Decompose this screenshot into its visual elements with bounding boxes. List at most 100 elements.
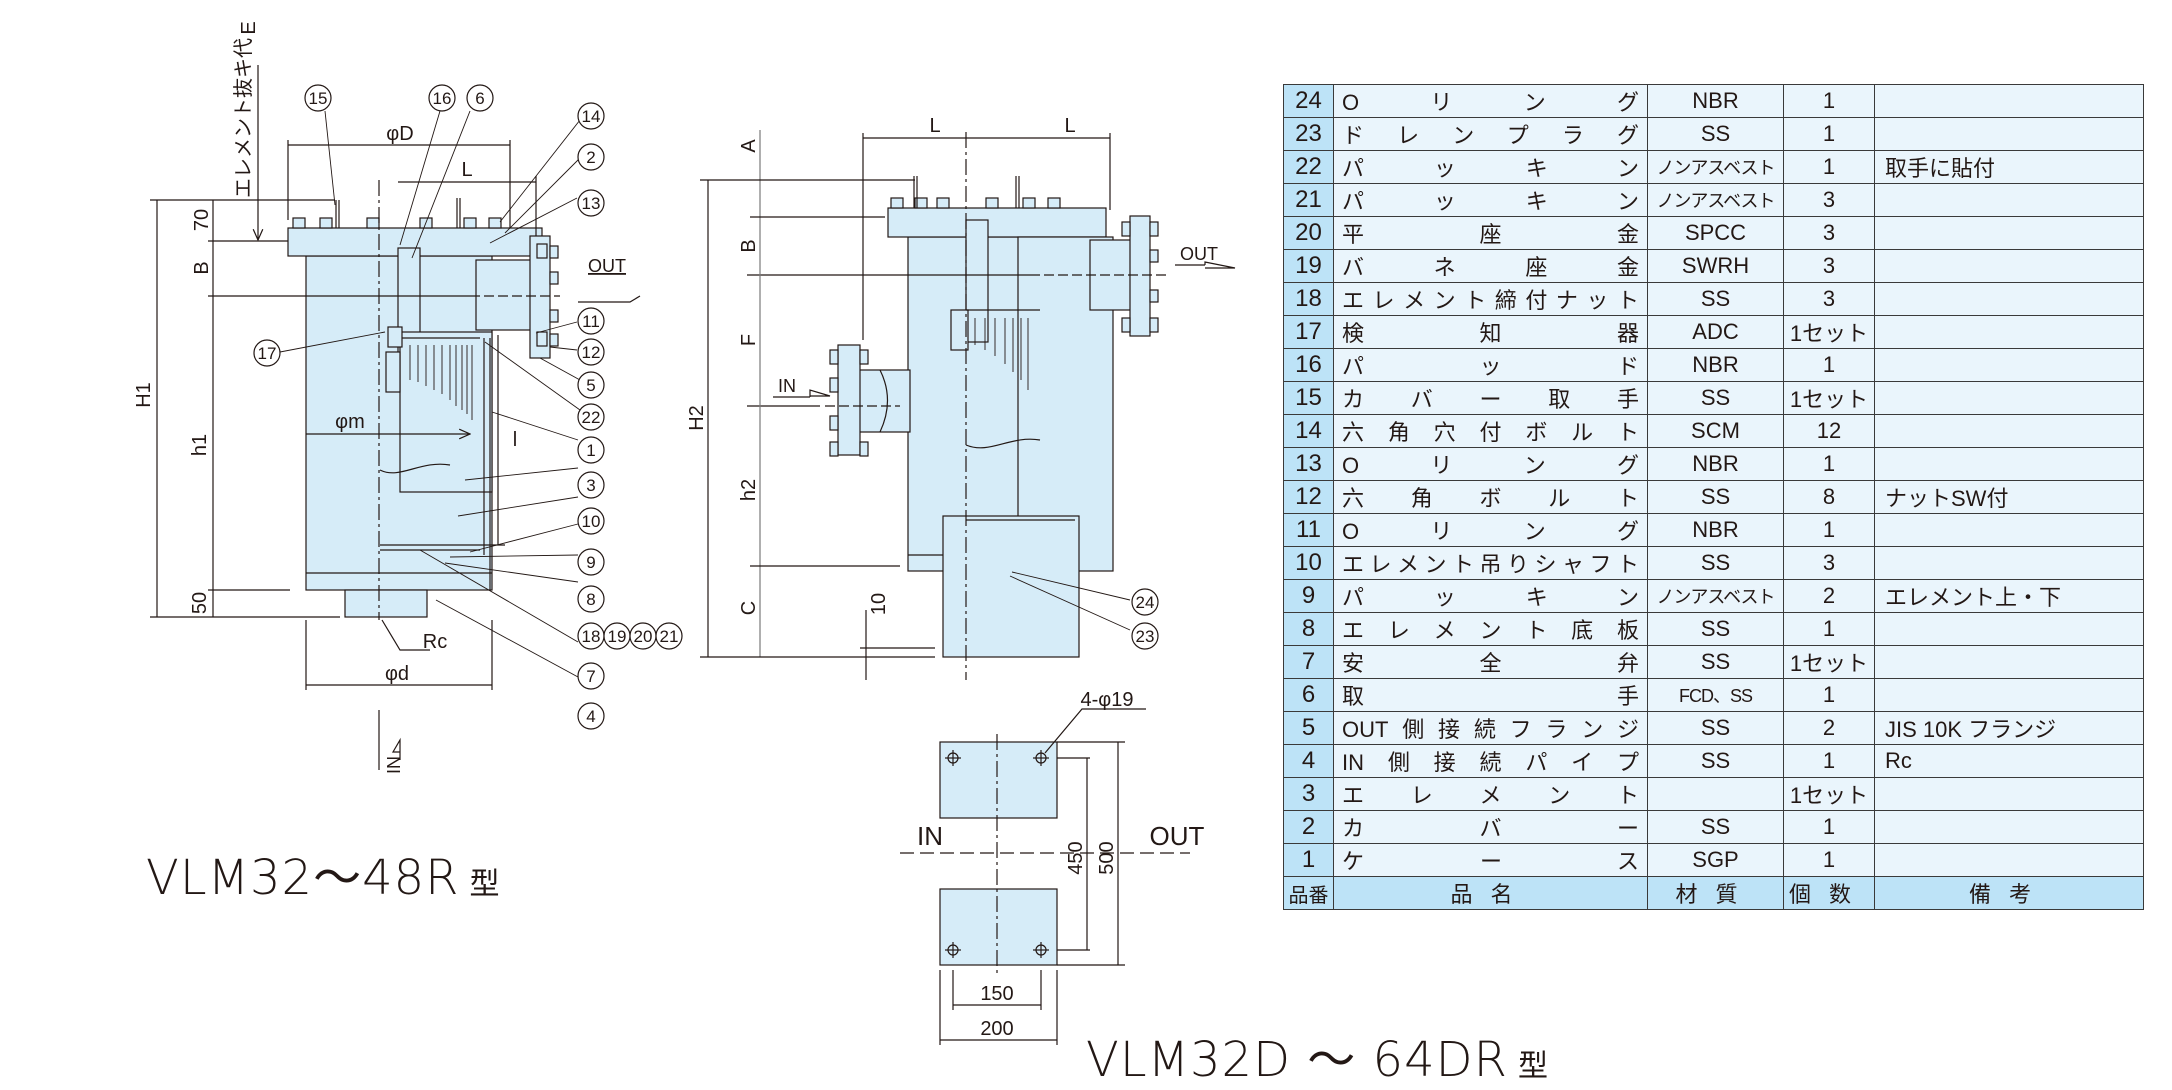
label-element-removal: エレメント抜キ代 xyxy=(232,38,255,198)
base-plan-labels: 4-φ19 IN OUT 450 500 150 200 xyxy=(917,689,1205,1040)
part-name-text: カバー取手 xyxy=(1342,387,1639,412)
svg-text:14: 14 xyxy=(582,107,601,126)
cell-part-no: 11 xyxy=(1283,513,1334,547)
parts-table-header: 品番 品名 材質 個数 備考 xyxy=(1283,876,2144,910)
cell-quantity: 1 xyxy=(1783,513,1875,547)
cell-quantity: 1セット xyxy=(1783,315,1875,349)
model-name-left: VLM32～48R xyxy=(146,850,460,906)
svg-text:19: 19 xyxy=(608,627,627,646)
svg-text:18: 18 xyxy=(582,627,601,646)
cell-part-name: 六角ボルト xyxy=(1333,480,1648,514)
hole-leader xyxy=(1044,708,1146,754)
callout-22: 22 xyxy=(577,403,605,431)
header-qty: 個数 xyxy=(1783,876,1875,910)
rc-leader xyxy=(381,619,430,651)
cell-material: SS xyxy=(1647,381,1784,415)
base-plan xyxy=(900,708,1190,1045)
cell-material: SWRH xyxy=(1647,249,1784,283)
svg-text:13: 13 xyxy=(582,194,601,213)
left-drawing-labels: E エレメント抜キ代 φD L 70 B H1 h1 φm l 50 Rc φd… xyxy=(133,21,626,774)
cell-part-name: Oリング xyxy=(1333,513,1648,547)
callout-24: 24 xyxy=(1131,588,1159,616)
cell-material xyxy=(1647,777,1784,811)
label-phim: φm xyxy=(335,411,365,433)
callout-1: 1 xyxy=(577,436,605,464)
callout-12: 12 xyxy=(577,338,605,366)
cell-quantity: 1 xyxy=(1783,744,1875,778)
label-L-left: L xyxy=(929,115,940,137)
label-H1: H1 xyxy=(133,382,155,408)
part-name-text: Oリング xyxy=(1342,519,1639,544)
svg-text:21: 21 xyxy=(660,627,679,646)
cell-part-no: 2 xyxy=(1283,810,1334,844)
cell-note xyxy=(1874,216,2144,250)
callout-15: 15 xyxy=(304,84,332,112)
cell-quantity: 1 xyxy=(1783,843,1875,877)
svg-text:11: 11 xyxy=(582,312,600,331)
middle-drawing xyxy=(700,130,1236,680)
cell-part-no: 1 xyxy=(1283,843,1334,877)
label-70: 70 xyxy=(191,209,213,231)
cell-part-no: 21 xyxy=(1283,183,1334,217)
part-name-text: OUT側接続フランジ xyxy=(1342,717,1639,742)
callout-2: 2 xyxy=(577,143,605,171)
cell-note xyxy=(1874,414,2144,448)
cell-part-name: パッキン xyxy=(1333,183,1648,217)
cell-note xyxy=(1874,513,2144,547)
svg-text:20: 20 xyxy=(634,627,653,646)
cell-note xyxy=(1874,249,2144,283)
part-name-text: 検知器 xyxy=(1342,321,1639,346)
label-450: 450 xyxy=(1065,841,1087,874)
cell-part-name: Oリング xyxy=(1333,447,1648,481)
cell-part-no: 5 xyxy=(1283,711,1334,745)
label-50: 50 xyxy=(189,592,211,614)
cell-material: ノンアスベスト xyxy=(1647,183,1784,217)
cell-material: SS xyxy=(1647,117,1784,151)
cell-note xyxy=(1874,645,2144,679)
cell-quantity: 1 xyxy=(1783,150,1875,184)
cell-quantity: 12 xyxy=(1783,414,1875,448)
svg-text:8: 8 xyxy=(586,590,595,609)
callout-18: 18 xyxy=(577,622,605,650)
callout-20: 20 xyxy=(629,622,657,650)
cell-quantity: 3 xyxy=(1783,183,1875,217)
cell-part-name: エレメント締付ナット xyxy=(1333,282,1648,316)
cell-note xyxy=(1874,84,2144,118)
cell-part-no: 7 xyxy=(1283,645,1334,679)
cell-part-no: 9 xyxy=(1283,579,1334,613)
cell-note xyxy=(1874,282,2144,316)
callout-14: 14 xyxy=(577,102,605,130)
callout-8: 8 xyxy=(577,585,605,613)
part-name-text: 平座金 xyxy=(1342,222,1639,247)
cell-quantity: 3 xyxy=(1783,546,1875,580)
cell-note xyxy=(1874,315,2144,349)
cell-part-name: カバー取手 xyxy=(1333,381,1648,415)
cell-part-name: カバー xyxy=(1333,810,1648,844)
cell-material: SS xyxy=(1647,810,1784,844)
label-10: 10 xyxy=(868,593,890,615)
cell-quantity: 1セット xyxy=(1783,777,1875,811)
part-name-text: エレメント吊りシャフト xyxy=(1342,552,1639,577)
callout-13: 13 xyxy=(577,189,605,217)
label-phiD: φD xyxy=(386,123,413,145)
bolt-holes xyxy=(945,750,1049,958)
cell-note: JIS 10K フランジ xyxy=(1874,711,2144,745)
cell-part-name: 六角穴付ボルト xyxy=(1333,414,1648,448)
cell-quantity: 8 xyxy=(1783,480,1875,514)
label-L-right: L xyxy=(1064,115,1075,137)
label-B: B xyxy=(191,261,213,274)
callouts-left: 15 16 6 14 2 13 17 11 12 5 22 1 3 10 9 8… xyxy=(253,84,683,730)
cell-note: Rc xyxy=(1874,744,2144,778)
cell-quantity: 1 xyxy=(1783,84,1875,118)
